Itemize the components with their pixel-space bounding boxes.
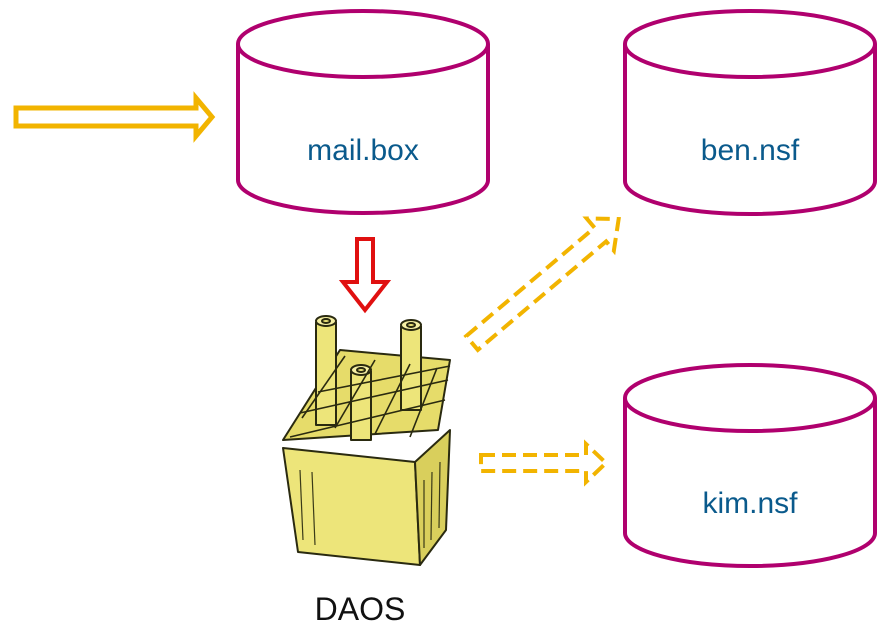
document-roll-1	[315, 315, 337, 426]
kim-database[interactable]: kim.nsf	[623, 363, 877, 568]
daos-to-kim-arrow	[479, 439, 609, 487]
daos-label: DAOS	[315, 591, 406, 627]
mailbox-to-daos-arrow	[338, 237, 392, 314]
ben-cylinder-top	[623, 9, 877, 79]
daos-to-ben-arrow	[463, 216, 621, 353]
mailbox-label: mail.box	[307, 134, 419, 167]
ben-cylinder-body	[623, 44, 877, 216]
ben-database[interactable]: ben.nsf	[623, 9, 877, 216]
incoming-arrow	[13, 91, 216, 143]
kim-cylinder-body	[623, 398, 877, 568]
daos-store-icon	[282, 315, 451, 566]
document-roll-2	[400, 319, 422, 411]
daos-box-front	[282, 447, 421, 566]
ben-label: ben.nsf	[701, 134, 800, 167]
mailbox-database[interactable]: mail.box	[236, 9, 490, 215]
kim-label: kim.nsf	[702, 487, 798, 520]
document-roll-3	[350, 364, 372, 441]
mailbox-cylinder-body	[236, 44, 490, 215]
daos-box-side	[414, 429, 451, 566]
kim-cylinder-top	[623, 363, 877, 433]
mailbox-cylinder-top	[236, 9, 490, 79]
